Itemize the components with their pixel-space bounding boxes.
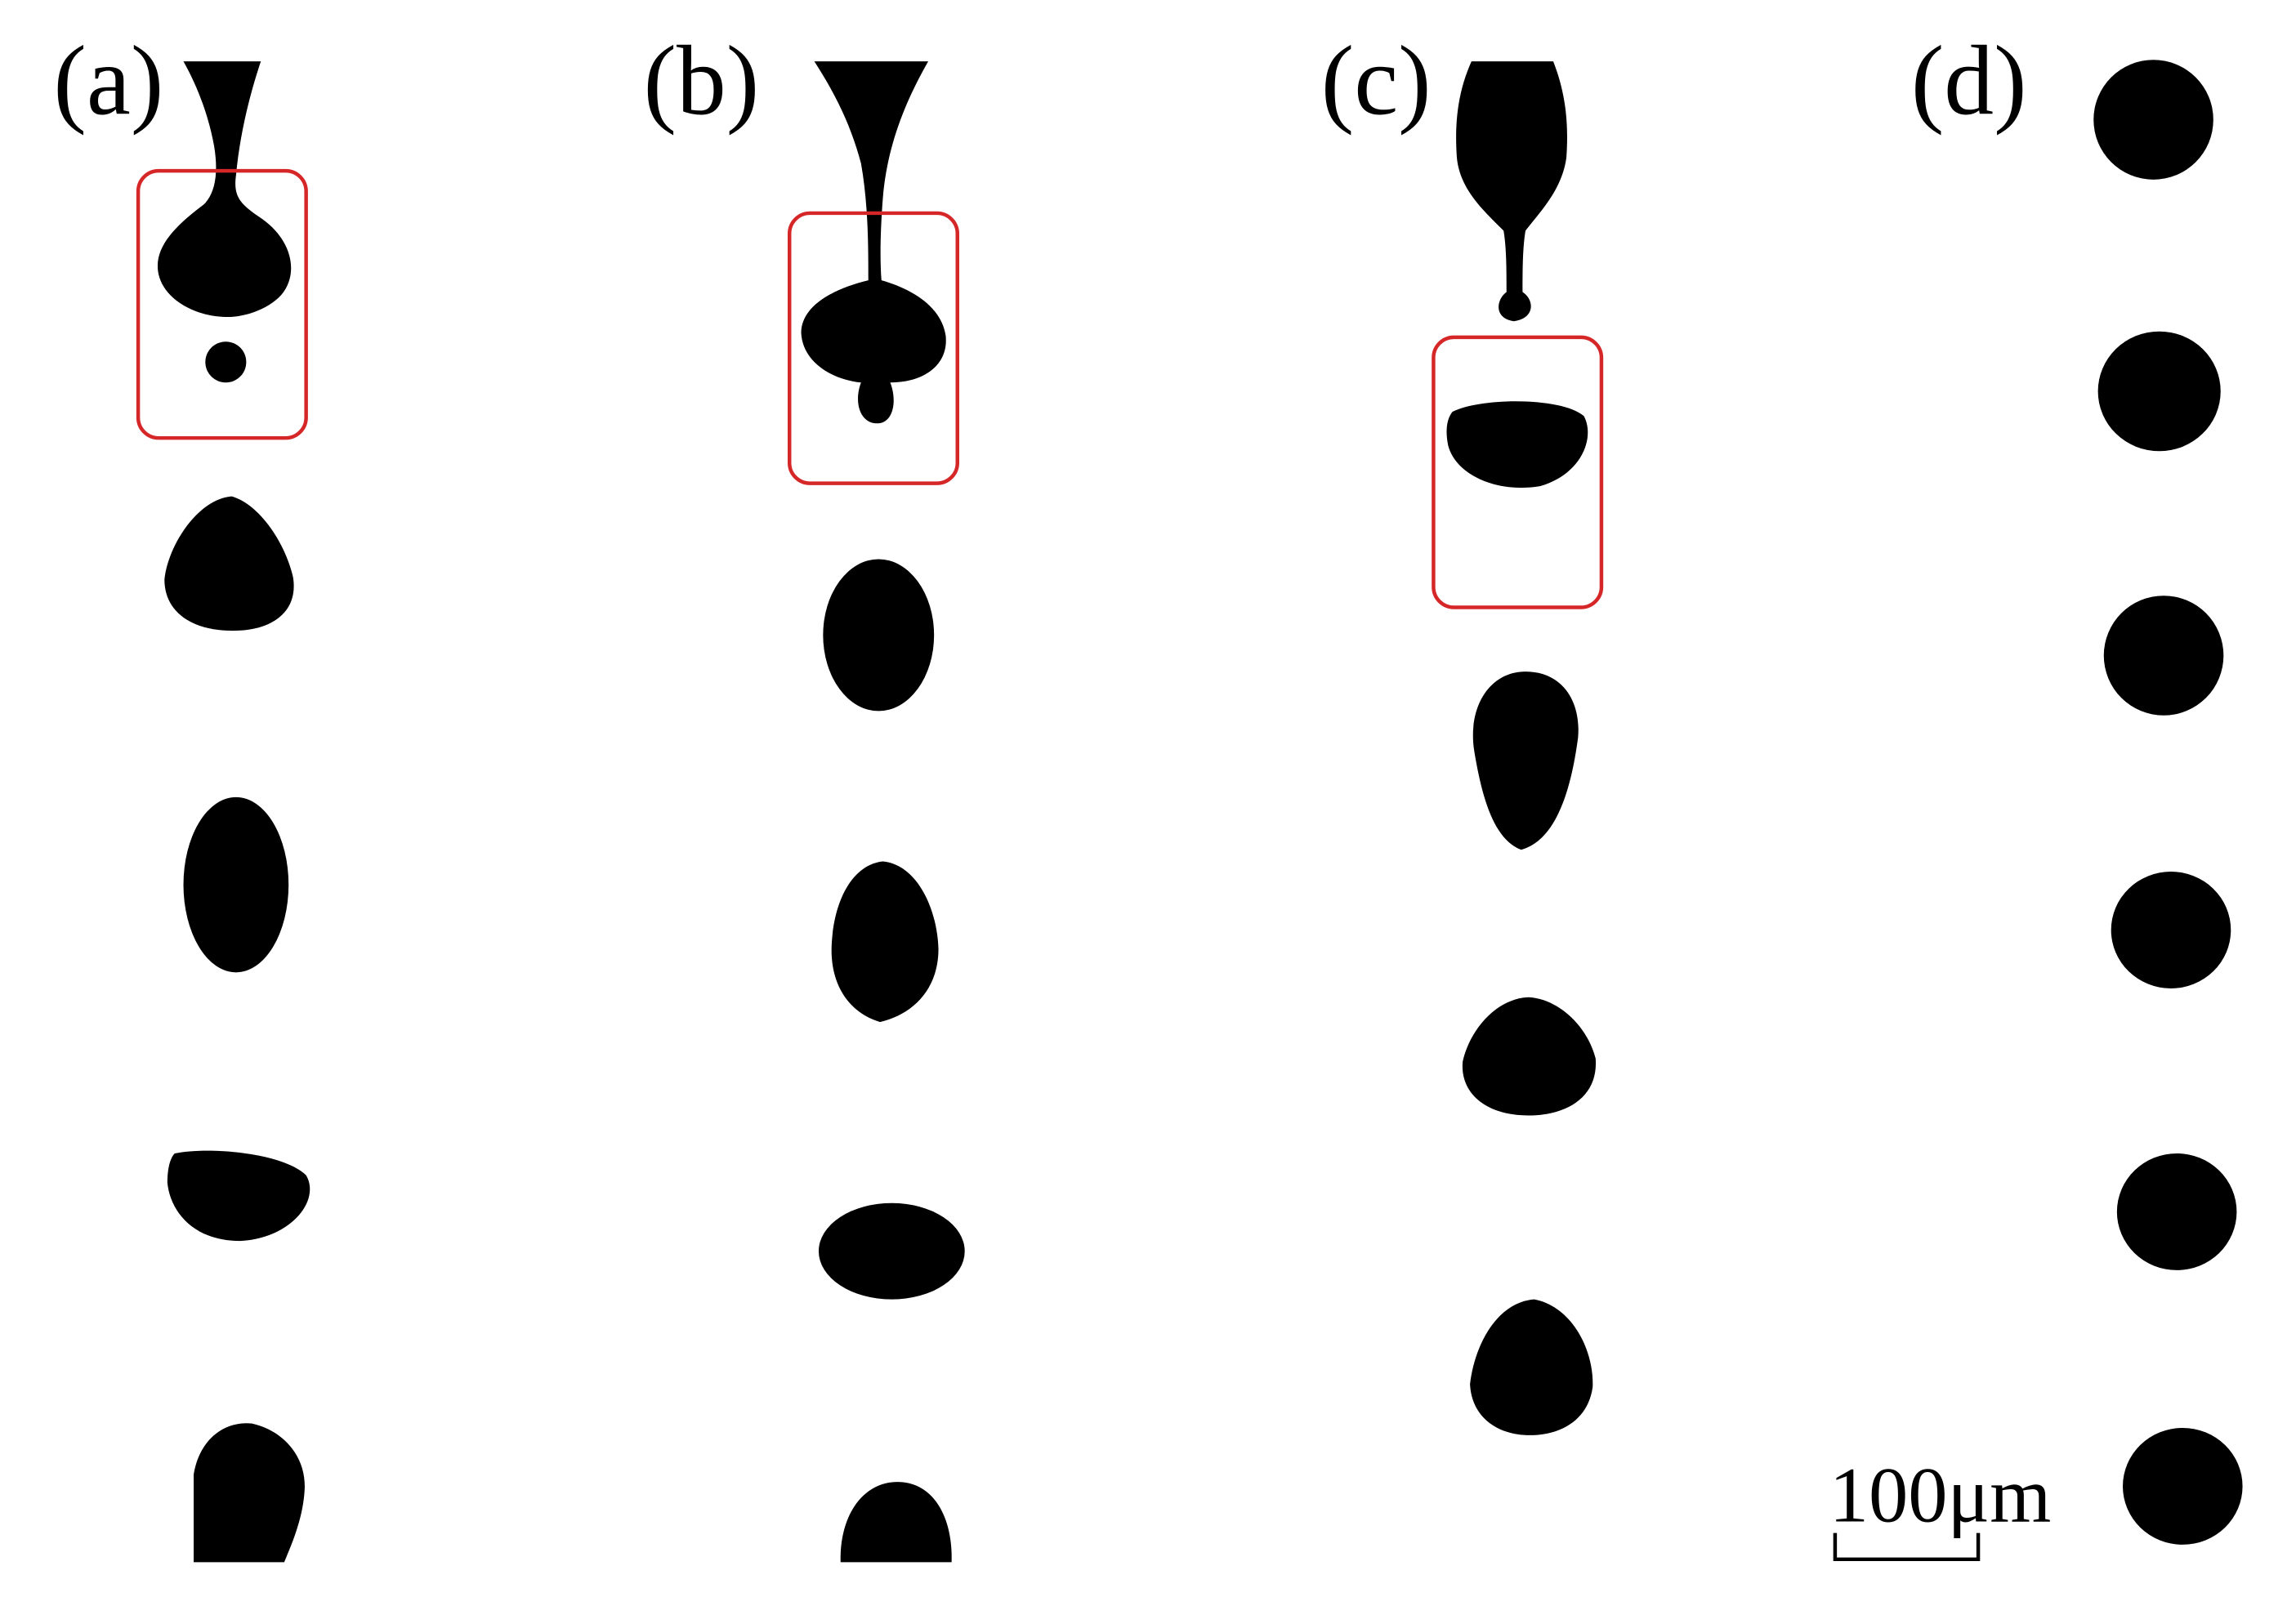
panel-d: (d) <box>1911 26 2243 1545</box>
panel-label-b: (b) <box>643 26 759 136</box>
panel-a: (a) <box>53 26 310 1563</box>
scale-bar-line <box>1833 1532 1981 1562</box>
panel-b: (b) <box>643 26 965 1563</box>
scale-bar: 100μm <box>1829 1451 2052 1562</box>
figure-background <box>7 0 2289 1606</box>
droplet-d-4 <box>2111 872 2231 988</box>
scale-bar-label: 100μm <box>1829 1451 2052 1538</box>
droplet-b-2 <box>831 861 939 1023</box>
droplet-c-4 <box>1470 1299 1593 1435</box>
droplet-a-4 <box>194 1423 305 1563</box>
nozzle-jet-b <box>801 61 946 424</box>
nozzle-jet-c <box>1456 61 1567 322</box>
droplet-b-4 <box>840 1482 952 1563</box>
satellite-droplet-a <box>205 341 247 383</box>
droplet-d-6 <box>2123 1427 2243 1545</box>
highlight-box-c <box>1432 335 1604 609</box>
droplet-a-1 <box>164 496 294 631</box>
highlight-box-b <box>787 211 959 485</box>
nozzle-jet-a <box>157 61 292 318</box>
droplet-d-1 <box>2093 60 2213 180</box>
highlight-box-a <box>136 168 308 440</box>
panel-c: (c) <box>1321 26 1604 1435</box>
droplet-c-3 <box>1462 997 1597 1116</box>
droplet-d-5 <box>2116 1153 2237 1270</box>
droplet-d-3 <box>2103 596 2224 716</box>
droplet-a-2 <box>183 796 289 973</box>
droplet-d-2 <box>2097 331 2221 452</box>
droplet-a-3 <box>167 1150 310 1242</box>
panel-label-c: (c) <box>1321 26 1432 136</box>
droplet-b-1 <box>823 559 935 712</box>
panel-label-a: (a) <box>53 26 163 136</box>
droplet-b-3 <box>818 1202 965 1300</box>
droplet-c-2 <box>1472 671 1579 850</box>
panel-label-d: (d) <box>1911 26 2027 136</box>
droplet-c-1 <box>1446 401 1588 488</box>
